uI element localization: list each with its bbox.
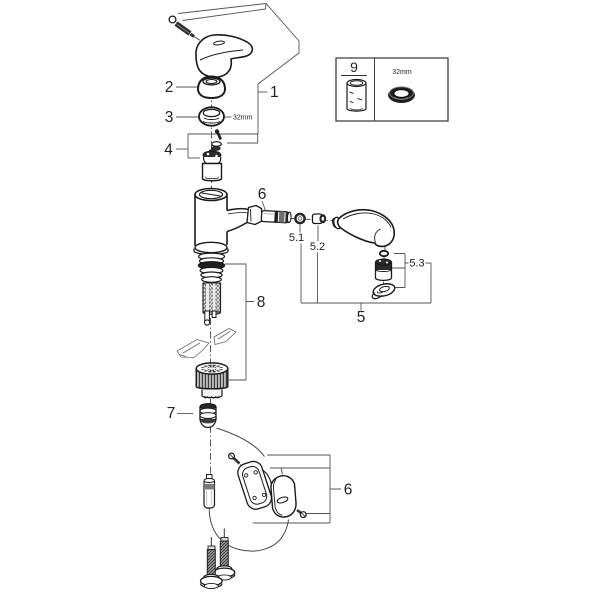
check-valve — [199, 403, 217, 429]
escutcheon-ring — [198, 106, 225, 127]
dome-cap — [196, 75, 227, 100]
mounting-stud-right — [213, 528, 236, 581]
service-kit-box: 9 32mm — [335, 57, 449, 122]
holder-screw-top — [228, 452, 241, 465]
mousseur — [374, 258, 393, 281]
callout-2-label: 2 — [165, 79, 174, 96]
callout-7-label: 7 — [167, 405, 176, 422]
spout-collar — [246, 204, 263, 226]
cartridge — [201, 149, 223, 182]
callout-8-bracket — [225, 263, 254, 381]
callout-5-3-bracket — [392, 253, 432, 303]
pullout-hose — [208, 427, 289, 552]
callout-6-holder-bracket — [253, 454, 341, 524]
mounting-nut — [195, 362, 229, 399]
callout-5-3-label: 5.3 — [409, 258, 424, 270]
ring-size-label: 32mm — [233, 115, 253, 122]
hose-end-adapter — [203, 474, 216, 509]
callout-5-bracket — [301, 302, 431, 311]
mousseur-set — [371, 249, 396, 300]
coupling-5-1 — [294, 212, 306, 225]
cartridge-screw — [214, 129, 222, 141]
holder-bracket-plate — [237, 460, 273, 510]
callout-5-2-label: 5.2 — [310, 241, 325, 253]
callout-1-bracket — [177, 3, 300, 134]
holder-shell — [270, 475, 297, 518]
spray-head — [332, 208, 396, 248]
mounting-stud-left — [199, 537, 223, 590]
hose-nipple — [260, 209, 292, 224]
kit-ring — [388, 86, 415, 103]
holder-screw-bottom — [296, 508, 307, 519]
o-ring — [378, 249, 390, 258]
callout-5-1-label: 5.1 — [289, 232, 304, 244]
mounting-shaft — [197, 252, 226, 326]
kit-ring-size-label: 32mm — [392, 69, 412, 76]
spray-face — [371, 283, 396, 300]
lever-handle — [195, 34, 254, 78]
callout-5-label: 5 — [357, 309, 366, 326]
callout-6-holder-label: 6 — [344, 482, 353, 499]
cartridge-tool — [346, 78, 367, 112]
faucet-body — [193, 187, 249, 255]
callout-8-label: 8 — [257, 294, 266, 311]
callout-4-label: 4 — [164, 142, 173, 159]
temperature-limiter — [211, 141, 222, 151]
handle-screw — [168, 15, 195, 38]
callout-4-bracket — [176, 133, 259, 159]
coupling-5-2 — [311, 213, 327, 225]
callout-6-spout-label: 6 — [258, 186, 267, 203]
deck-cross-section — [176, 328, 237, 358]
callout-1-label: 1 — [270, 84, 279, 101]
callout-3-label: 3 — [165, 109, 174, 126]
callout-9-label: 9 — [350, 59, 358, 75]
